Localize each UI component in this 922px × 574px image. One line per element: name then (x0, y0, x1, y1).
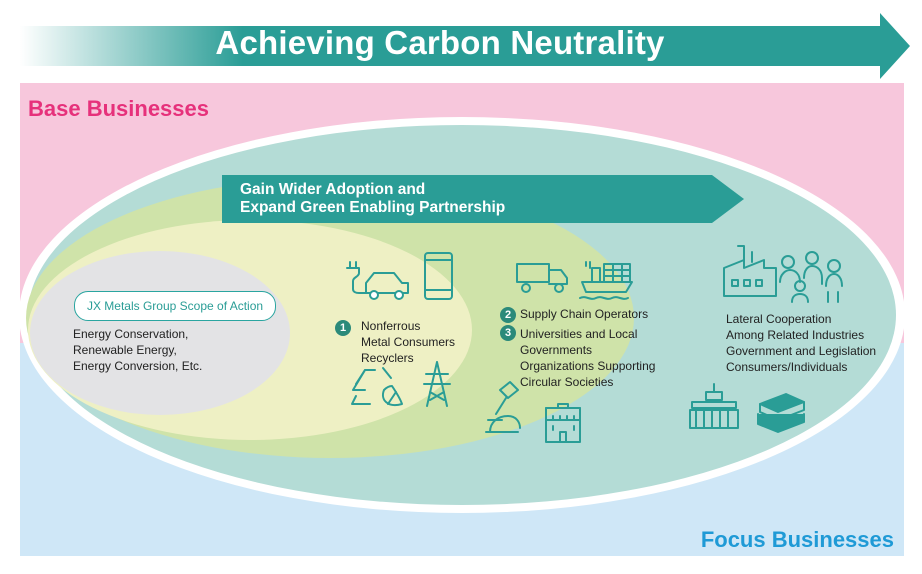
number-badge-3: 3 (500, 325, 516, 341)
circle3-items: Universities and Local Governments Organ… (520, 326, 655, 390)
title-arrow (20, 13, 910, 79)
circle1-items: Nonferrous Metal Consumers Recyclers (361, 318, 455, 366)
microscope-icon (485, 381, 521, 433)
circle3-item: Universities and Local (520, 327, 638, 341)
cargo-ship-icon (579, 261, 633, 300)
scope-item: Energy Conservation, (73, 327, 189, 341)
scope-item: Energy Conversion, Etc. (73, 359, 203, 373)
outer-item: Government and Legislation (726, 344, 877, 358)
smartphone-icon (424, 252, 453, 300)
circle3-item: Circular Societies (520, 375, 614, 389)
title: Achieving Carbon Neutrality (215, 24, 665, 61)
scope-of-action-pill: JX Metals Group Scope of Action (74, 291, 276, 321)
circle1-item: Nonferrous (361, 319, 421, 333)
scope-item: Renewable Energy, (73, 343, 177, 357)
focus-businesses-label: Focus Businesses (700, 527, 894, 552)
people-group-icon (779, 251, 843, 303)
recycle-leaf-icon (351, 367, 403, 406)
circle3-item: Organizations Supporting (520, 359, 656, 373)
outer-item: Consumers/Individuals (726, 360, 848, 374)
books-icon (757, 393, 805, 433)
adoption-line-1: Gain Wider Adoption and (240, 181, 426, 198)
base-businesses-label: Base Businesses (28, 96, 209, 121)
ev-car-icon (346, 261, 409, 300)
circle3-item: Governments (520, 343, 593, 357)
power-tower-icon (423, 361, 451, 407)
factory-icon (723, 245, 777, 297)
adoption-arrow-text: Gain Wider Adoption and Expand Green Ena… (240, 181, 505, 217)
office-building-icon (545, 403, 581, 443)
government-building-icon (689, 383, 739, 429)
dump-truck-icon (516, 263, 568, 293)
adoption-arrow (222, 175, 744, 223)
scope-items: Energy Conservation, Renewable Energy, E… (73, 326, 202, 374)
supply-chain-item: Supply Chain Operators (520, 307, 649, 321)
outer-item: Lateral Cooperation (726, 312, 832, 326)
outer-items: Lateral Cooperation Among Related Indust… (726, 311, 876, 375)
outer-item: Among Related Industries (726, 328, 865, 342)
adoption-line-2: Expand Green Enabling Partnership (240, 199, 506, 216)
number-badge-1: 1 (335, 320, 351, 336)
circle1-item: Metal Consumers (361, 335, 456, 349)
number-badge-2: 2 (500, 307, 516, 323)
circle1-item: Recyclers (361, 351, 414, 365)
